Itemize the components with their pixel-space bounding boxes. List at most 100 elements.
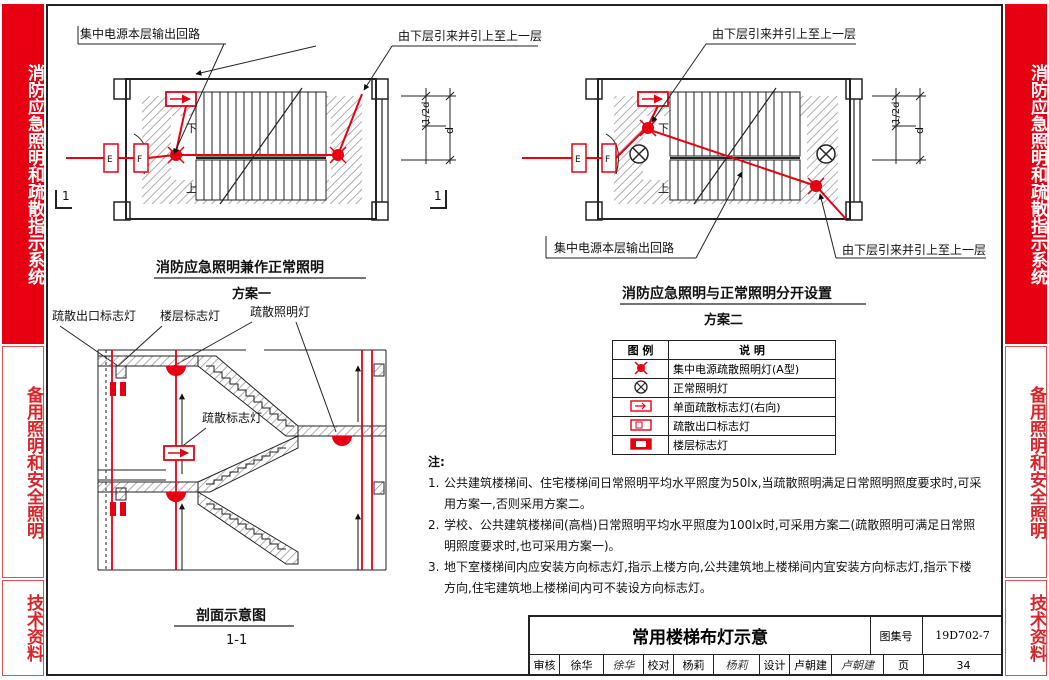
legend-desc: 集中电源疏散照明灯(A型) xyxy=(668,359,836,379)
legend-row: 楼层标志灯 xyxy=(612,435,836,455)
emergency-light-icon xyxy=(639,119,657,137)
notes-section: 注: 1.公共建筑楼梯间、住宅楼梯间日常照明平均水平照度为50lx,当疏散照明满… xyxy=(428,452,983,599)
legend-desc: 正常照明灯 xyxy=(668,378,836,398)
atlas-number: 19D702-7 xyxy=(922,617,1003,655)
plan2-callout-circuit: 集中电源本层输出回路 xyxy=(554,240,674,255)
plan1-box-f: F xyxy=(137,155,142,165)
legend-row: 疏散出口标志灯 xyxy=(612,416,836,436)
plan2-up-label: 上 xyxy=(658,182,669,195)
plan2-box-f: F xyxy=(605,155,610,165)
normal-light-icon xyxy=(816,144,836,164)
note-number: 3. xyxy=(428,560,440,574)
plan2-down-label: 下 xyxy=(658,122,669,135)
legend-header-row: 图 例 说 明 xyxy=(612,340,836,360)
design-signature: 卢朝建 xyxy=(832,654,884,676)
side-tab-label: 消防应急照明和疏散指示系统 xyxy=(24,63,44,285)
atlas-label: 图集号 xyxy=(870,617,923,655)
page-label: 页 xyxy=(884,654,924,676)
emergency-light-icon xyxy=(633,360,648,375)
title-block: 常用楼梯布灯示意 图集号 19D702-7 审核 徐华 徐华 校对 杨莉 杨莉 … xyxy=(528,615,1003,676)
legend-header-desc: 说 明 xyxy=(668,340,836,360)
emergency-light-icon xyxy=(332,436,352,446)
note-text: 地下室楼梯间内应安装方向标志灯,指示上楼方向,公共建筑地上楼梯间内宜安装方向标志… xyxy=(444,560,972,595)
side-tab-label: 技术资料 xyxy=(1026,594,1046,662)
design-label: 设计 xyxy=(760,654,790,676)
check-name: 杨莉 xyxy=(674,654,714,676)
drawing-title: 常用楼梯布灯示意 xyxy=(530,617,871,655)
note-item: 3. 地下室楼梯间内应安装方向标志灯,指示上楼方向,公共建筑地上楼梯间内宜安装方向… xyxy=(428,557,983,599)
plan2-title: 消防应急照明与正常照明分开设置 xyxy=(622,285,832,302)
exit-sign-icon xyxy=(110,382,126,396)
note-number: 1. xyxy=(428,476,440,490)
plan2-dim-half: 1/2d xyxy=(891,102,902,124)
plan1-down-label: 下 xyxy=(186,122,197,135)
section-diagram: 疏散出口标志灯 楼层标志灯 疏散照明灯 疏散标志灯 xyxy=(52,304,387,648)
plan2-callout-riser: 由下层引来并引上至上一层 xyxy=(842,243,986,257)
side-tab-label: 备用照明和安全照明 xyxy=(23,385,43,539)
direction-sign-icon xyxy=(629,399,652,412)
section-label-floor-sign: 楼层标志灯 xyxy=(160,308,220,323)
plan1-box-e: E xyxy=(107,155,113,165)
side-tab-label: 备用照明和安全照明 xyxy=(1026,385,1046,539)
plan2-dim-d: d xyxy=(913,127,926,134)
exit-sign-icon xyxy=(629,418,652,431)
side-tab-label: 技术资料 xyxy=(23,594,43,662)
floor-sign-icon xyxy=(115,487,127,501)
plan2-subtitle: 方案二 xyxy=(704,312,743,328)
section-label-evac-light: 疏散照明灯 xyxy=(250,304,310,319)
legend-desc: 楼层标志灯 xyxy=(668,435,836,455)
section-label-direction-sign: 疏散标志灯 xyxy=(202,410,262,425)
side-tab-label: 消防应急照明和疏散指示系统 xyxy=(1027,63,1047,285)
page-number: 34 xyxy=(956,658,971,672)
legend-desc: 单面疏散标志灯(右向) xyxy=(668,397,836,417)
legend-row: 集中电源疏散照明灯(A型) xyxy=(612,359,836,379)
plan1-up-label: 上 xyxy=(186,182,197,195)
side-tab-fire-emergency[interactable]: 消防应急照明和疏散指示系统 xyxy=(2,4,44,344)
emergency-light-icon xyxy=(329,146,347,164)
direction-sign-icon xyxy=(163,445,195,461)
emergency-light-icon xyxy=(807,177,825,195)
exit-sign-icon xyxy=(110,502,126,516)
note-item: 1.公共建筑楼梯间、住宅楼梯间日常照明平均水平照度为50lx,当疏散照明满足日常… xyxy=(428,473,983,515)
floor-sign-icon xyxy=(115,365,127,379)
plan1-dim-half: 1/2d xyxy=(421,102,432,124)
side-tab-tech-data[interactable]: 技术资料 xyxy=(2,580,44,676)
emergency-light-icon xyxy=(166,366,186,376)
check-signature: 杨莉 xyxy=(714,654,760,676)
floor-sign-icon xyxy=(629,437,652,450)
section-title: 剖面示意图 xyxy=(196,607,266,624)
section-label-exit-sign: 疏散出口标志灯 xyxy=(52,308,136,323)
plan1-section-mark-right: 1 xyxy=(434,189,442,203)
drawing-canvas: 下 上 E F 集中电源本层输出回路 由下层引来并引上至上一层 xyxy=(52,26,986,648)
side-tab-fire-emergency[interactable]: 消防应急照明和疏散指示系统 xyxy=(1005,4,1047,344)
plan-scheme-two: 下 上 E F 由下层引来并引上至上一层 集中电源本层输出 xyxy=(522,27,986,328)
section-subtitle: 1-1 xyxy=(226,633,247,648)
notes-header: 注: xyxy=(428,455,445,469)
normal-light-icon xyxy=(629,144,649,164)
note-number: 2. xyxy=(428,518,440,532)
plan1-title: 消防应急照明兼作正常照明 xyxy=(156,259,324,276)
check-label: 校对 xyxy=(644,654,674,676)
plan1-section-mark-left: 1 xyxy=(62,189,70,203)
left-side-index: 消防应急照明和疏散指示系统 备用照明和安全照明 技术资料 xyxy=(0,0,46,680)
signoff-row: 审核 徐华 徐华 校对 杨莉 杨莉 设计 卢朝建 卢朝建 页 34 xyxy=(530,654,1003,676)
plan1-dim-d: d xyxy=(443,127,456,134)
side-tab-standby-lighting[interactable]: 备用照明和安全照明 xyxy=(1005,346,1047,578)
note-item: 2.学校、公共建筑楼梯间(高档)日常照明平均水平照度为100lx时,可采用方案二… xyxy=(428,515,983,557)
right-side-index: 消防应急照明和疏散指示系统 备用照明和安全照明 技术资料 xyxy=(1003,0,1049,680)
emergency-light-icon xyxy=(166,492,186,502)
plan2-callout-top: 由下层引来并引上至上一层 xyxy=(712,27,856,41)
side-tab-tech-data[interactable]: 技术资料 xyxy=(1005,580,1047,676)
side-tab-standby-lighting[interactable]: 备用照明和安全照明 xyxy=(2,346,44,578)
plan1-callout-circuit: 集中电源本层输出回路 xyxy=(80,26,200,41)
legend-table: 图 例 说 明 集中电源疏散照明灯(A型) 正常照明灯 单面疏散标志灯(右向) … xyxy=(612,340,836,455)
legend-desc: 疏散出口标志灯 xyxy=(668,416,836,436)
plan1-subtitle: 方案一 xyxy=(232,286,271,302)
review-signature: 徐华 xyxy=(604,654,644,676)
emergency-light-icon xyxy=(167,146,185,164)
plan2-box-e: E xyxy=(575,155,581,165)
design-name: 卢朝建 xyxy=(790,654,832,676)
legend-row: 正常照明灯 xyxy=(612,378,836,398)
plan1-callout-riser: 由下层引来并引上至上一层 xyxy=(398,29,542,43)
normal-light-icon xyxy=(633,379,648,394)
